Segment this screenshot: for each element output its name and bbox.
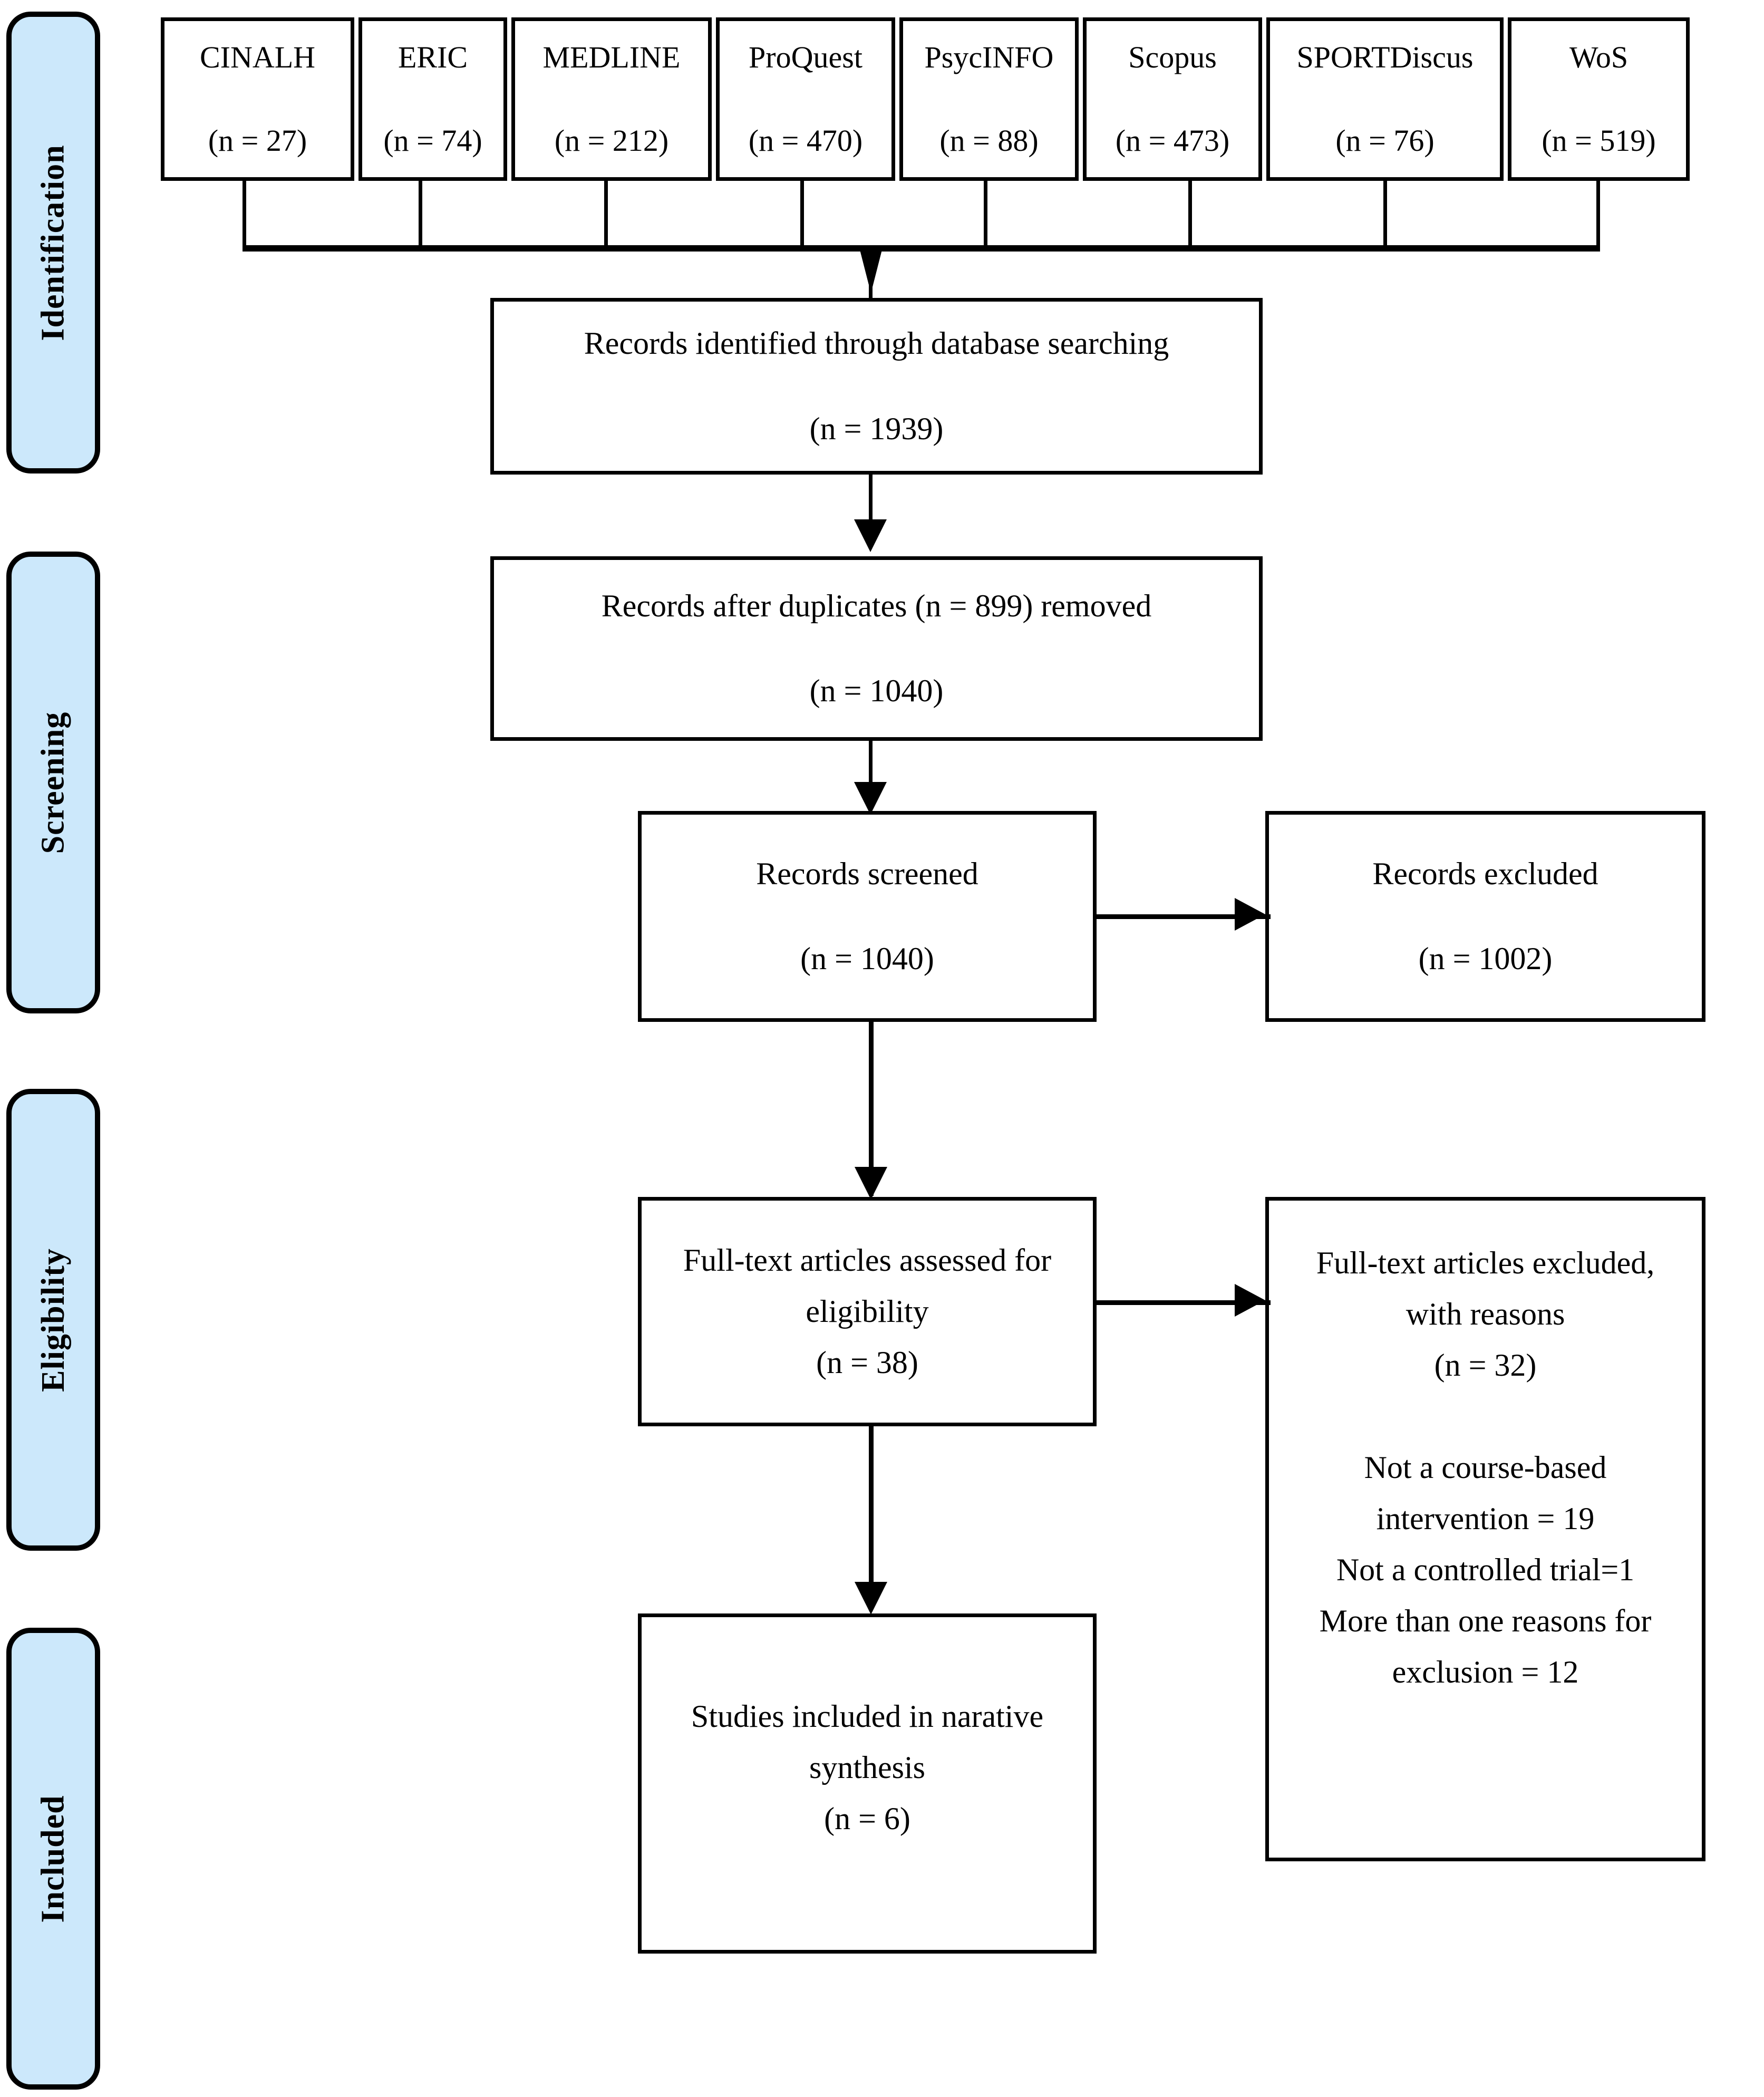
database-box-psycinfo: PsycINFO (n = 88): [899, 17, 1079, 181]
database-count: (n = 88): [939, 123, 1039, 158]
database-box-scopus: Scopus (n = 473): [1083, 17, 1262, 181]
stage-eligibility: Eligibility: [6, 1089, 100, 1551]
fulltext-excluded-count: (n = 32): [1434, 1348, 1537, 1383]
database-count: (n = 212): [554, 123, 669, 158]
database-count: (n = 473): [1115, 123, 1230, 158]
fulltext-excluded-text-1: Full-text articles excluded,: [1316, 1245, 1655, 1280]
records-screened-text: Records screened: [756, 856, 978, 891]
database-box-proquest: ProQuest (n = 470): [716, 17, 895, 181]
connector-db-drop-proquest: [800, 181, 804, 245]
connector-dedup-to-screened: [869, 741, 873, 809]
database-box-wos: WoS (n = 519): [1508, 17, 1690, 181]
arrowhead-to-fulltext: [855, 1167, 887, 1200]
connector-db-drop-medline: [604, 181, 608, 245]
fulltext-excluded-text-2: with reasons: [1406, 1297, 1565, 1332]
arrowhead-to-screened: [854, 782, 887, 815]
fulltext-assessed-text-2: eligibility: [806, 1293, 929, 1329]
included-studies-text-1: Studies included in narative: [691, 1699, 1044, 1734]
box-records-identified: Records identified through database sear…: [490, 298, 1263, 475]
database-box-medline: MEDLINE (n = 212): [511, 17, 712, 181]
box-fulltext-excluded: Full-text articles excluded, with reason…: [1265, 1197, 1705, 1861]
arrowhead-to-included: [855, 1582, 887, 1615]
connector-screened-to-fulltext: [869, 1022, 874, 1196]
database-name: ProQuest: [749, 40, 862, 75]
exclusion-reason-line: intervention = 19: [1376, 1501, 1595, 1536]
database-box-sportdiscus: SPORTDiscus (n = 76): [1266, 17, 1504, 181]
connector-bus-bar: [243, 245, 1600, 252]
database-box-eric: ERIC (n = 74): [358, 17, 507, 181]
connector-db-drop-cinalh: [243, 181, 246, 245]
connector-db-drop-wos: [1596, 181, 1600, 245]
connector-screened-to-excluded: [1097, 914, 1271, 919]
connector-identified-to-dedup: [869, 475, 873, 533]
included-studies-text-2: synthesis: [809, 1750, 926, 1785]
exclusion-reason-line: More than one reasons for: [1319, 1603, 1652, 1639]
stage-included: Included: [6, 1628, 100, 2090]
records-screened-count: (n = 1040): [800, 941, 934, 976]
exclusion-reason-line: Not a controlled trial=1: [1336, 1552, 1635, 1587]
database-name: MEDLINE: [542, 40, 681, 75]
connector-db-drop-sportdiscus: [1383, 181, 1387, 245]
fulltext-assessed-text-1: Full-text articles assessed for: [683, 1242, 1052, 1278]
arrowhead-to-records-excluded: [1235, 898, 1265, 931]
records-identified-text: Records identified through database sear…: [584, 326, 1169, 361]
records-dedup-text: Records after duplicates (n = 899) remov…: [601, 588, 1152, 623]
box-records-after-duplicates: Records after duplicates (n = 899) remov…: [490, 556, 1263, 741]
stage-screening: Screening: [6, 552, 100, 1013]
fulltext-assessed-count: (n = 38): [816, 1345, 918, 1380]
stage-identification: Identification: [6, 12, 100, 473]
records-identified-count: (n = 1939): [809, 411, 944, 446]
connector-fulltext-to-excluded: [1097, 1300, 1271, 1305]
database-name: SPORTDiscus: [1296, 40, 1474, 75]
stage-label-screening: Screening: [35, 711, 71, 854]
database-count: (n = 27): [208, 123, 307, 158]
database-count: (n = 74): [383, 123, 482, 158]
exclusion-reason-line: Not a course-based: [1364, 1449, 1607, 1485]
database-count: (n = 470): [748, 123, 863, 158]
connector-db-drop-eric: [419, 181, 422, 245]
arrowhead-to-identified: [859, 248, 883, 293]
database-name: PsycINFO: [924, 40, 1054, 75]
records-excluded-text: Records excluded: [1372, 856, 1598, 891]
database-name: CINALH: [199, 40, 316, 75]
box-records-screened: Records screened (n = 1040): [638, 811, 1097, 1022]
connector-fulltext-to-included: [869, 1426, 874, 1606]
database-box-cinalh: CINALH (n = 27): [161, 17, 354, 181]
stage-label-included: Included: [35, 1794, 71, 1923]
database-count: (n = 76): [1335, 123, 1435, 158]
arrowhead-to-fulltext-excluded: [1235, 1284, 1265, 1317]
box-fulltext-assessed: Full-text articles assessed for eligibil…: [638, 1197, 1097, 1426]
records-dedup-count: (n = 1040): [809, 673, 944, 708]
included-studies-count: (n = 6): [824, 1801, 910, 1837]
stage-label-eligibility: Eligibility: [35, 1248, 71, 1392]
database-name: ERIC: [398, 40, 468, 75]
stage-label-identification: Identification: [35, 144, 71, 341]
exclusion-reason-line: exclusion = 12: [1392, 1655, 1579, 1690]
box-records-excluded: Records excluded (n = 1002): [1265, 811, 1705, 1022]
box-included-studies: Studies included in narative synthesis (…: [638, 1613, 1097, 1954]
records-excluded-count: (n = 1002): [1418, 941, 1553, 976]
database-count: (n = 519): [1542, 123, 1656, 158]
connector-db-drop-scopus: [1188, 181, 1192, 245]
database-name: Scopus: [1128, 40, 1217, 75]
connector-db-drop-psycinfo: [984, 181, 987, 245]
arrowhead-to-dedup: [854, 519, 887, 552]
database-name: WoS: [1569, 40, 1629, 75]
